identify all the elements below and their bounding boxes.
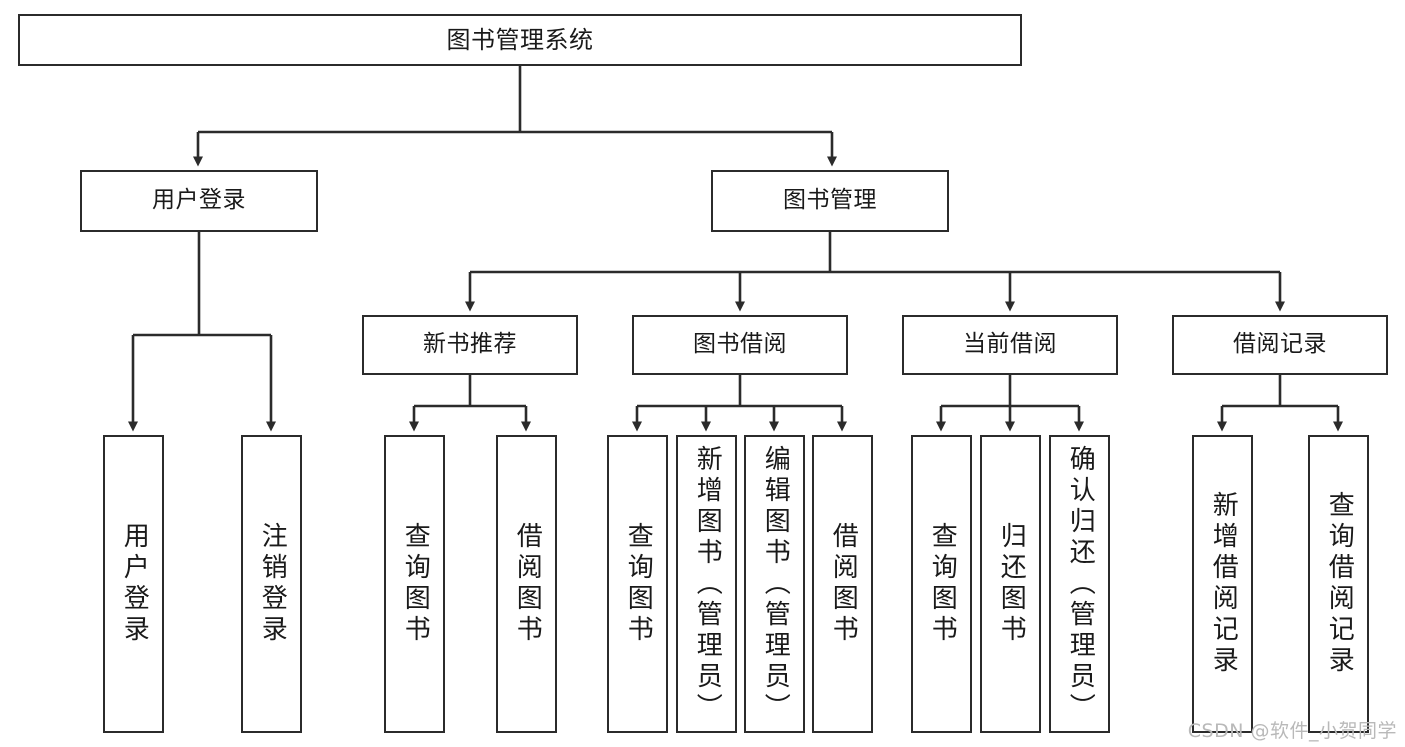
leaf-label: 归还图书 — [996, 522, 1027, 646]
leaf-label: 用户登录 — [119, 522, 150, 646]
leaf-label: 查询图书 — [623, 522, 654, 646]
leaf-add-borrow-record[interactable]: 新增借阅记录 — [1192, 435, 1253, 733]
leaf-borrow-book[interactable]: 借阅图书 — [812, 435, 873, 733]
node-label: 用户登录 — [152, 187, 246, 214]
leaf-query-borrow-record[interactable]: 查询借阅记录 — [1308, 435, 1369, 733]
leaf-label: 新增图书（管理员） — [692, 445, 723, 724]
node-label: 图书管理 — [783, 187, 877, 214]
node-label: 新书推荐 — [423, 331, 517, 358]
leaf-borrow-book-recommend[interactable]: 借阅图书 — [496, 435, 557, 733]
node-label: 当前借阅 — [963, 331, 1057, 358]
node-current-borrow[interactable]: 当前借阅 — [902, 315, 1118, 375]
node-root-system[interactable]: 图书管理系统 — [18, 14, 1022, 66]
node-borrow-record[interactable]: 借阅记录 — [1172, 315, 1388, 375]
leaf-label: 查询图书 — [400, 522, 431, 646]
leaf-edit-book-admin[interactable]: 编辑图书（管理员） — [744, 435, 805, 733]
leaf-return-book[interactable]: 归还图书 — [980, 435, 1041, 733]
leaf-user-login[interactable]: 用户登录 — [103, 435, 164, 733]
leaf-query-book-current[interactable]: 查询图书 — [911, 435, 972, 733]
leaf-label: 编辑图书（管理员） — [760, 445, 791, 724]
leaf-label: 查询图书 — [927, 522, 958, 646]
leaf-label: 注销登录 — [257, 522, 288, 646]
node-user-login[interactable]: 用户登录 — [80, 170, 318, 232]
node-book-borrow[interactable]: 图书借阅 — [632, 315, 848, 375]
node-new-book-recommend[interactable]: 新书推荐 — [362, 315, 578, 375]
leaf-user-logout[interactable]: 注销登录 — [241, 435, 302, 733]
leaf-query-book-borrow[interactable]: 查询图书 — [607, 435, 668, 733]
leaf-label: 借阅图书 — [512, 522, 543, 646]
leaf-label: 查询借阅记录 — [1324, 491, 1355, 677]
watermark-text: CSDN @软件_小贺同学 — [1187, 720, 1397, 742]
leaf-confirm-return-admin[interactable]: 确认归还（管理员） — [1049, 435, 1110, 733]
leaf-add-book-admin[interactable]: 新增图书（管理员） — [676, 435, 737, 733]
leaf-query-book-recommend[interactable]: 查询图书 — [384, 435, 445, 733]
leaf-label: 确认归还（管理员） — [1065, 445, 1096, 724]
node-label: 图书管理系统 — [446, 25, 594, 54]
leaf-label: 借阅图书 — [828, 522, 859, 646]
node-label: 借阅记录 — [1233, 331, 1327, 358]
node-label: 图书借阅 — [693, 331, 787, 358]
node-book-manage[interactable]: 图书管理 — [711, 170, 949, 232]
leaf-label: 新增借阅记录 — [1208, 491, 1239, 677]
